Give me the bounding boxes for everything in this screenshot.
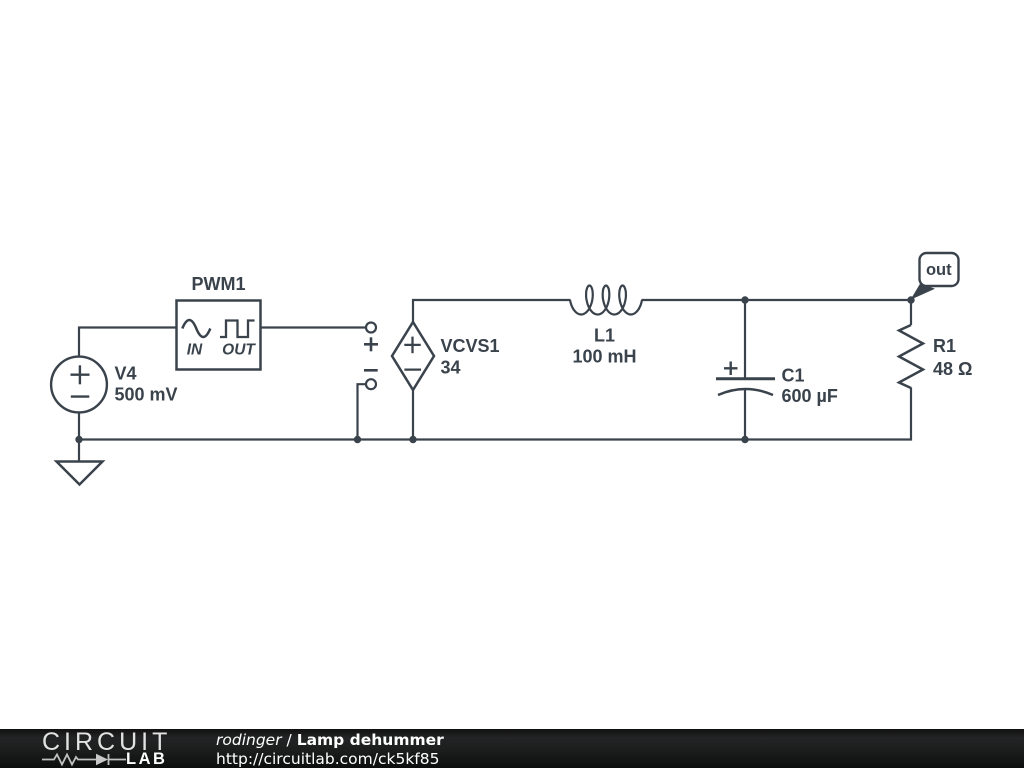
pwm1-in-label: IN bbox=[187, 342, 203, 359]
component-ground[interactable] bbox=[53, 460, 106, 487]
out-flag-body bbox=[918, 251, 960, 288]
c1-bottom-plate bbox=[717, 387, 774, 397]
circuit-title[interactable]: Lamp dehummer bbox=[296, 730, 444, 749]
wire-vcvs-to-inductor bbox=[411, 298, 571, 323]
out-flag-pointer bbox=[910, 283, 935, 300]
wire-terminal-to-ground-rail bbox=[356, 383, 366, 440]
logo-wire-and-resistor-icon bbox=[42, 752, 126, 767]
junction-dot bbox=[75, 435, 83, 444]
component-c1-capacitor[interactable]: C1 600 µF bbox=[716, 361, 838, 407]
component-vcvs1-dependent-source[interactable]: VCVS1 34 bbox=[390, 319, 500, 393]
junction-dot bbox=[353, 435, 362, 444]
plus-icon bbox=[70, 365, 90, 385]
vcvs1-body bbox=[390, 319, 436, 393]
junction-dot bbox=[741, 435, 749, 444]
attribution-line: rodinger / Lamp dehummer bbox=[216, 731, 444, 750]
terminal-minus bbox=[364, 378, 378, 391]
pwm1-body bbox=[175, 299, 262, 371]
c1-designator: C1 bbox=[782, 366, 805, 386]
footer-bar: CIRCUIT LAB rodinger / Lamp dehummer htt… bbox=[0, 729, 1024, 768]
component-r1-resistor[interactable]: R1 48 Ω bbox=[896, 323, 972, 390]
out-flag-label: out bbox=[926, 261, 952, 279]
schematic-drawing: V4 500 mV IN OUT PWM1 VCVS1 34 L1 bbox=[49, 251, 972, 487]
diode-triangle-icon bbox=[96, 753, 108, 766]
separator: / bbox=[286, 730, 292, 749]
junction-dot bbox=[409, 435, 417, 444]
circuitlab-logo-word-lab[interactable]: LAB bbox=[126, 749, 168, 768]
l1-coil bbox=[568, 284, 644, 316]
v4-designator: V4 bbox=[115, 364, 137, 384]
junction-dot bbox=[907, 296, 915, 304]
pwm1-out-label: OUT bbox=[222, 342, 256, 359]
terminal-plus bbox=[364, 321, 378, 334]
r1-zigzag bbox=[896, 323, 926, 390]
v4-body bbox=[49, 355, 109, 414]
wire-v4-to-pwm bbox=[77, 326, 177, 357]
square-wave-icon bbox=[220, 319, 255, 339]
component-pwm1-block[interactable]: IN OUT PWM1 bbox=[175, 274, 262, 371]
junction-dots bbox=[75, 296, 915, 444]
v4-value: 500 mV bbox=[115, 385, 178, 405]
pwm1-designator: PWM1 bbox=[192, 274, 246, 294]
sine-wave-icon bbox=[181, 318, 212, 339]
r1-value: 48 Ω bbox=[933, 359, 972, 379]
circuit-url[interactable]: http://circuitlab.com/ck5kf85 bbox=[216, 749, 440, 768]
l1-value: 100 mH bbox=[572, 347, 636, 367]
plus-icon bbox=[364, 337, 378, 352]
attribution: rodinger / Lamp dehummer http://circuitl… bbox=[216, 731, 444, 769]
component-v4-voltage-source[interactable]: V4 500 mV bbox=[49, 355, 178, 414]
author-name[interactable]: rodinger bbox=[216, 730, 282, 749]
resistor-zigzag-icon bbox=[42, 752, 96, 767]
vcvs1-designator: VCVS1 bbox=[441, 336, 500, 356]
component-out-flag[interactable]: out bbox=[910, 251, 960, 300]
c1-value: 600 µF bbox=[782, 386, 838, 406]
component-l1-inductor[interactable]: L1 100 mH bbox=[568, 284, 644, 367]
ground-icon bbox=[53, 460, 106, 487]
r1-designator: R1 bbox=[933, 336, 956, 356]
vcvs1-gain: 34 bbox=[441, 357, 461, 377]
junction-dot bbox=[741, 296, 749, 304]
l1-designator: L1 bbox=[594, 326, 615, 346]
plus-icon bbox=[724, 361, 738, 375]
component-vcvs-input-terminals[interactable] bbox=[364, 321, 378, 391]
schematic-canvas: V4 500 mV IN OUT PWM1 VCVS1 34 L1 bbox=[49, 251, 972, 487]
circuitlab-logo-word-circuit[interactable]: CIRCUIT bbox=[42, 727, 172, 756]
plus-icon bbox=[404, 336, 421, 354]
circuitlab-logo-schematic-icon bbox=[42, 752, 126, 767]
